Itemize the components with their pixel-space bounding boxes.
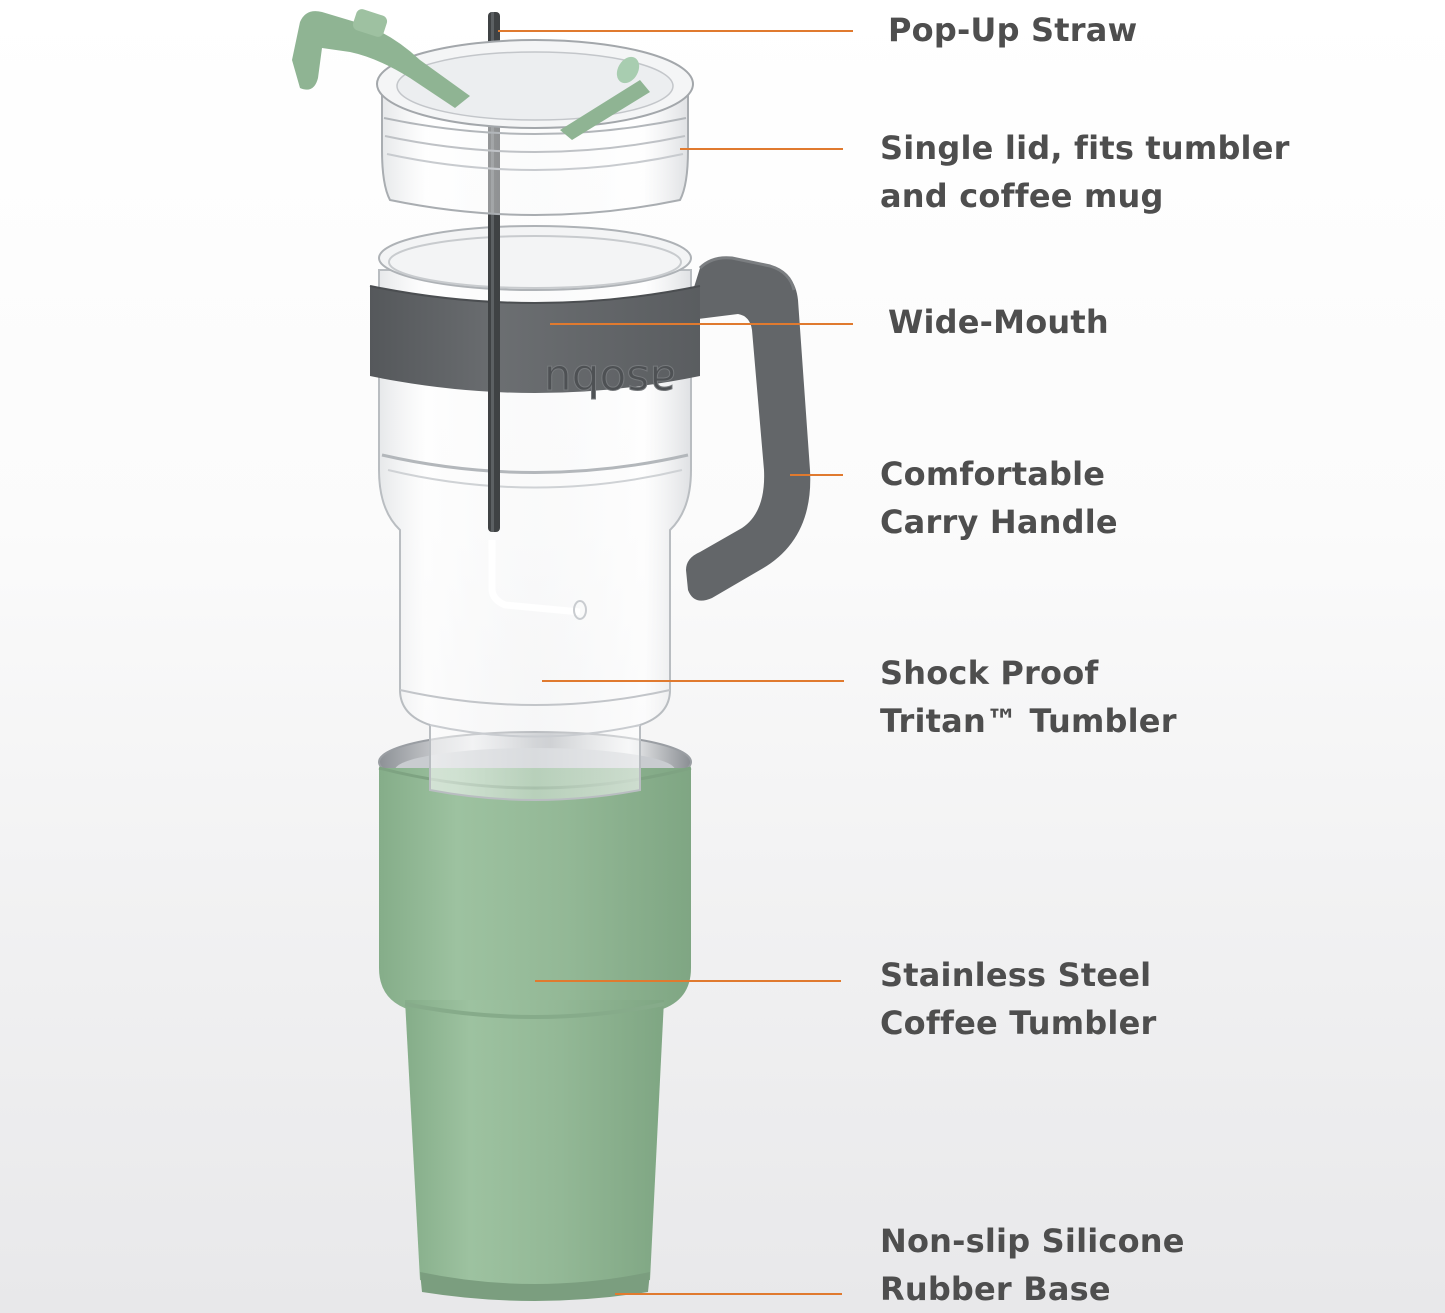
- brand-logo: asobu: [544, 355, 677, 406]
- callout-steel-tumbler: Stainless Steel Coffee Tumbler: [880, 956, 1157, 1042]
- leader-rubber-base: [615, 1293, 842, 1295]
- handle-grip: [686, 257, 811, 601]
- tritan-tumbler: [378, 225, 692, 801]
- callout-single-lid: Single lid, fits tumbler and coffee mug: [880, 129, 1290, 215]
- steel-coffee-tumbler: [378, 731, 692, 1301]
- green-sleeve-lower: [405, 1000, 664, 1290]
- leader-tritan-tumbler: [542, 680, 844, 682]
- leader-single-lid: [680, 148, 843, 150]
- callout-carry-handle: Comfortable Carry Handle: [880, 455, 1118, 541]
- leader-wide-mouth: [550, 323, 853, 325]
- green-sleeve-upper: [379, 768, 691, 1010]
- lid-green-lever: [292, 11, 470, 108]
- callout-pop-up-straw: Pop-Up Straw: [888, 11, 1138, 49]
- rubber-base: [420, 1272, 650, 1301]
- leader-steel-tumbler: [535, 980, 841, 982]
- leader-pop-up-straw: [498, 30, 853, 32]
- single-lid: [292, 9, 694, 216]
- handle-band: [370, 286, 700, 393]
- leader-carry-handle: [790, 474, 843, 476]
- callout-tritan-tumbler: Shock Proof Tritan™ Tumbler: [880, 654, 1177, 740]
- callout-wide-mouth: Wide-Mouth: [888, 303, 1109, 341]
- callout-rubber-base: Non-slip Silicone Rubber Base: [880, 1222, 1185, 1308]
- carry-handle: [369, 256, 811, 601]
